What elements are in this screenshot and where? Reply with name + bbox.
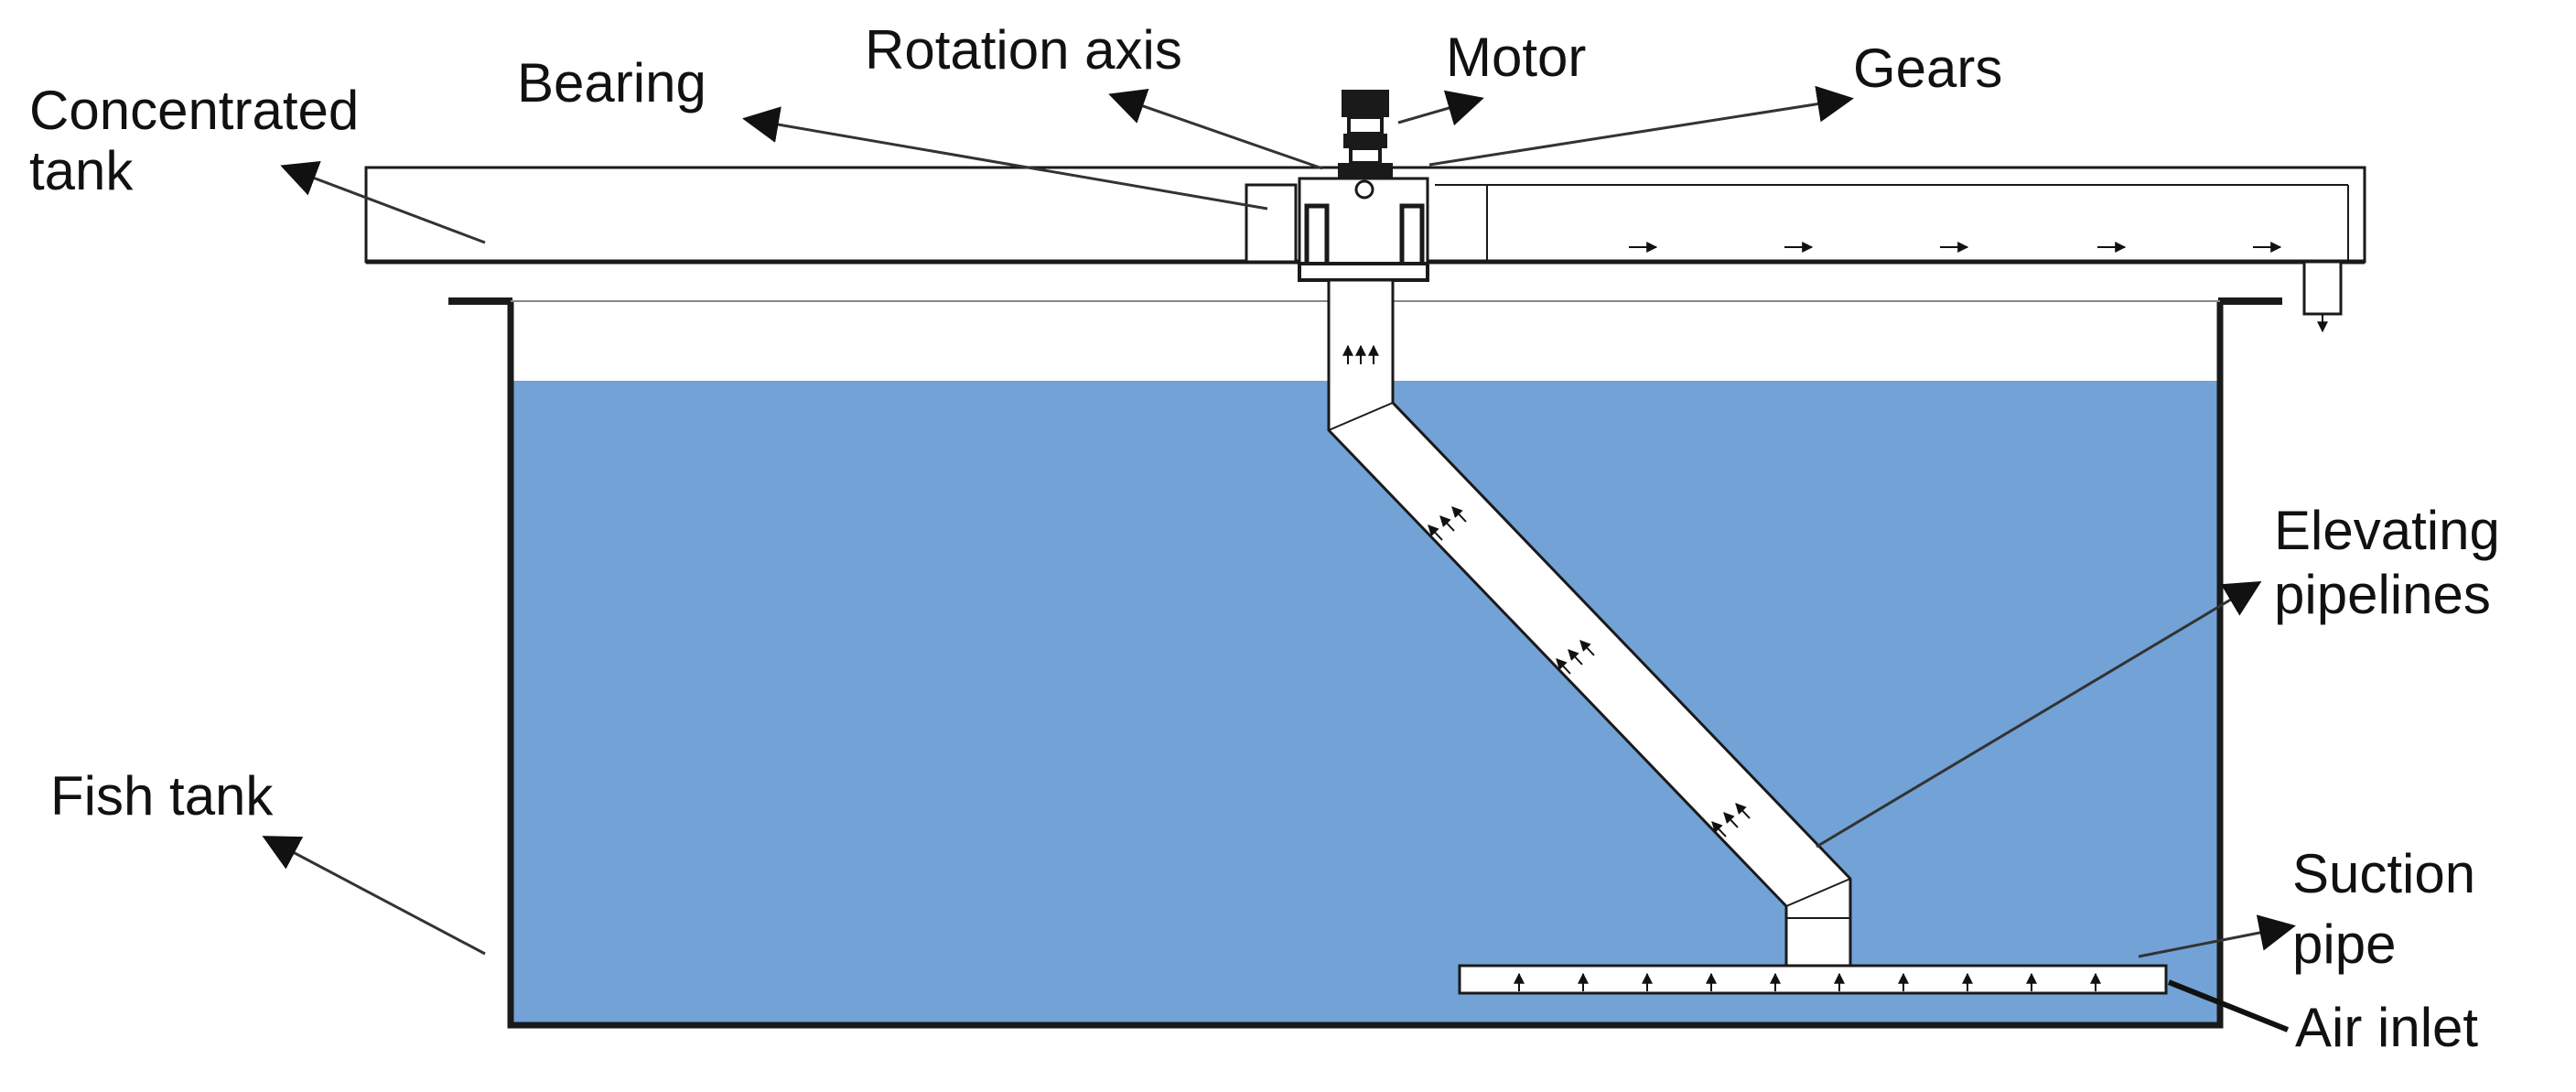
leader-motor [1397,90,1484,126]
leader-concentrated-tank [280,160,486,244]
suction-flow-arrows [1514,972,2101,991]
label-fish-tank: Fish tank [50,765,274,827]
leader-gears [1428,85,1854,167]
suction-pipe [1458,964,2168,995]
label-bearing: Bearing [517,52,706,114]
label-suction-pipe-line2: pipe [2292,914,2397,975]
pipe-joint-lower [1785,878,1851,907]
label-rotation-axis: Rotation axis [865,19,1182,81]
label-concentrated-tank-line2: tank [29,140,134,201]
pipe-flow-arrows [1342,344,1751,838]
label-motor: Motor [1446,27,1587,88]
leader-fish-tank [262,836,486,956]
fish-tank-water [511,381,2220,1025]
label-air-inlet: Air inlet [2295,997,2479,1058]
motor-body [1338,90,1393,179]
rotation-hub [1245,177,1429,282]
label-elevating-pipelines-line2: pipelines [2274,564,2491,625]
fish-tank-wall [507,302,2224,1029]
pipe-joint-upper [1328,402,1394,431]
label-elevating-pipelines-line1: Elevating [2274,500,2500,561]
label-concentrated-tank-line1: Concentrated [29,80,360,141]
leader-elevating-pipelines [1816,580,2262,849]
leader-bearing [742,106,1268,211]
label-suction-pipe-line1: Suction [2292,843,2476,904]
leader-air-inlet [2167,979,2290,1033]
leader-suction-pipe [2138,914,2296,958]
label-gears: Gears [1853,38,2003,99]
leader-rotation-axis [1108,88,1323,170]
concentrated-tank-outlet [2302,260,2343,316]
